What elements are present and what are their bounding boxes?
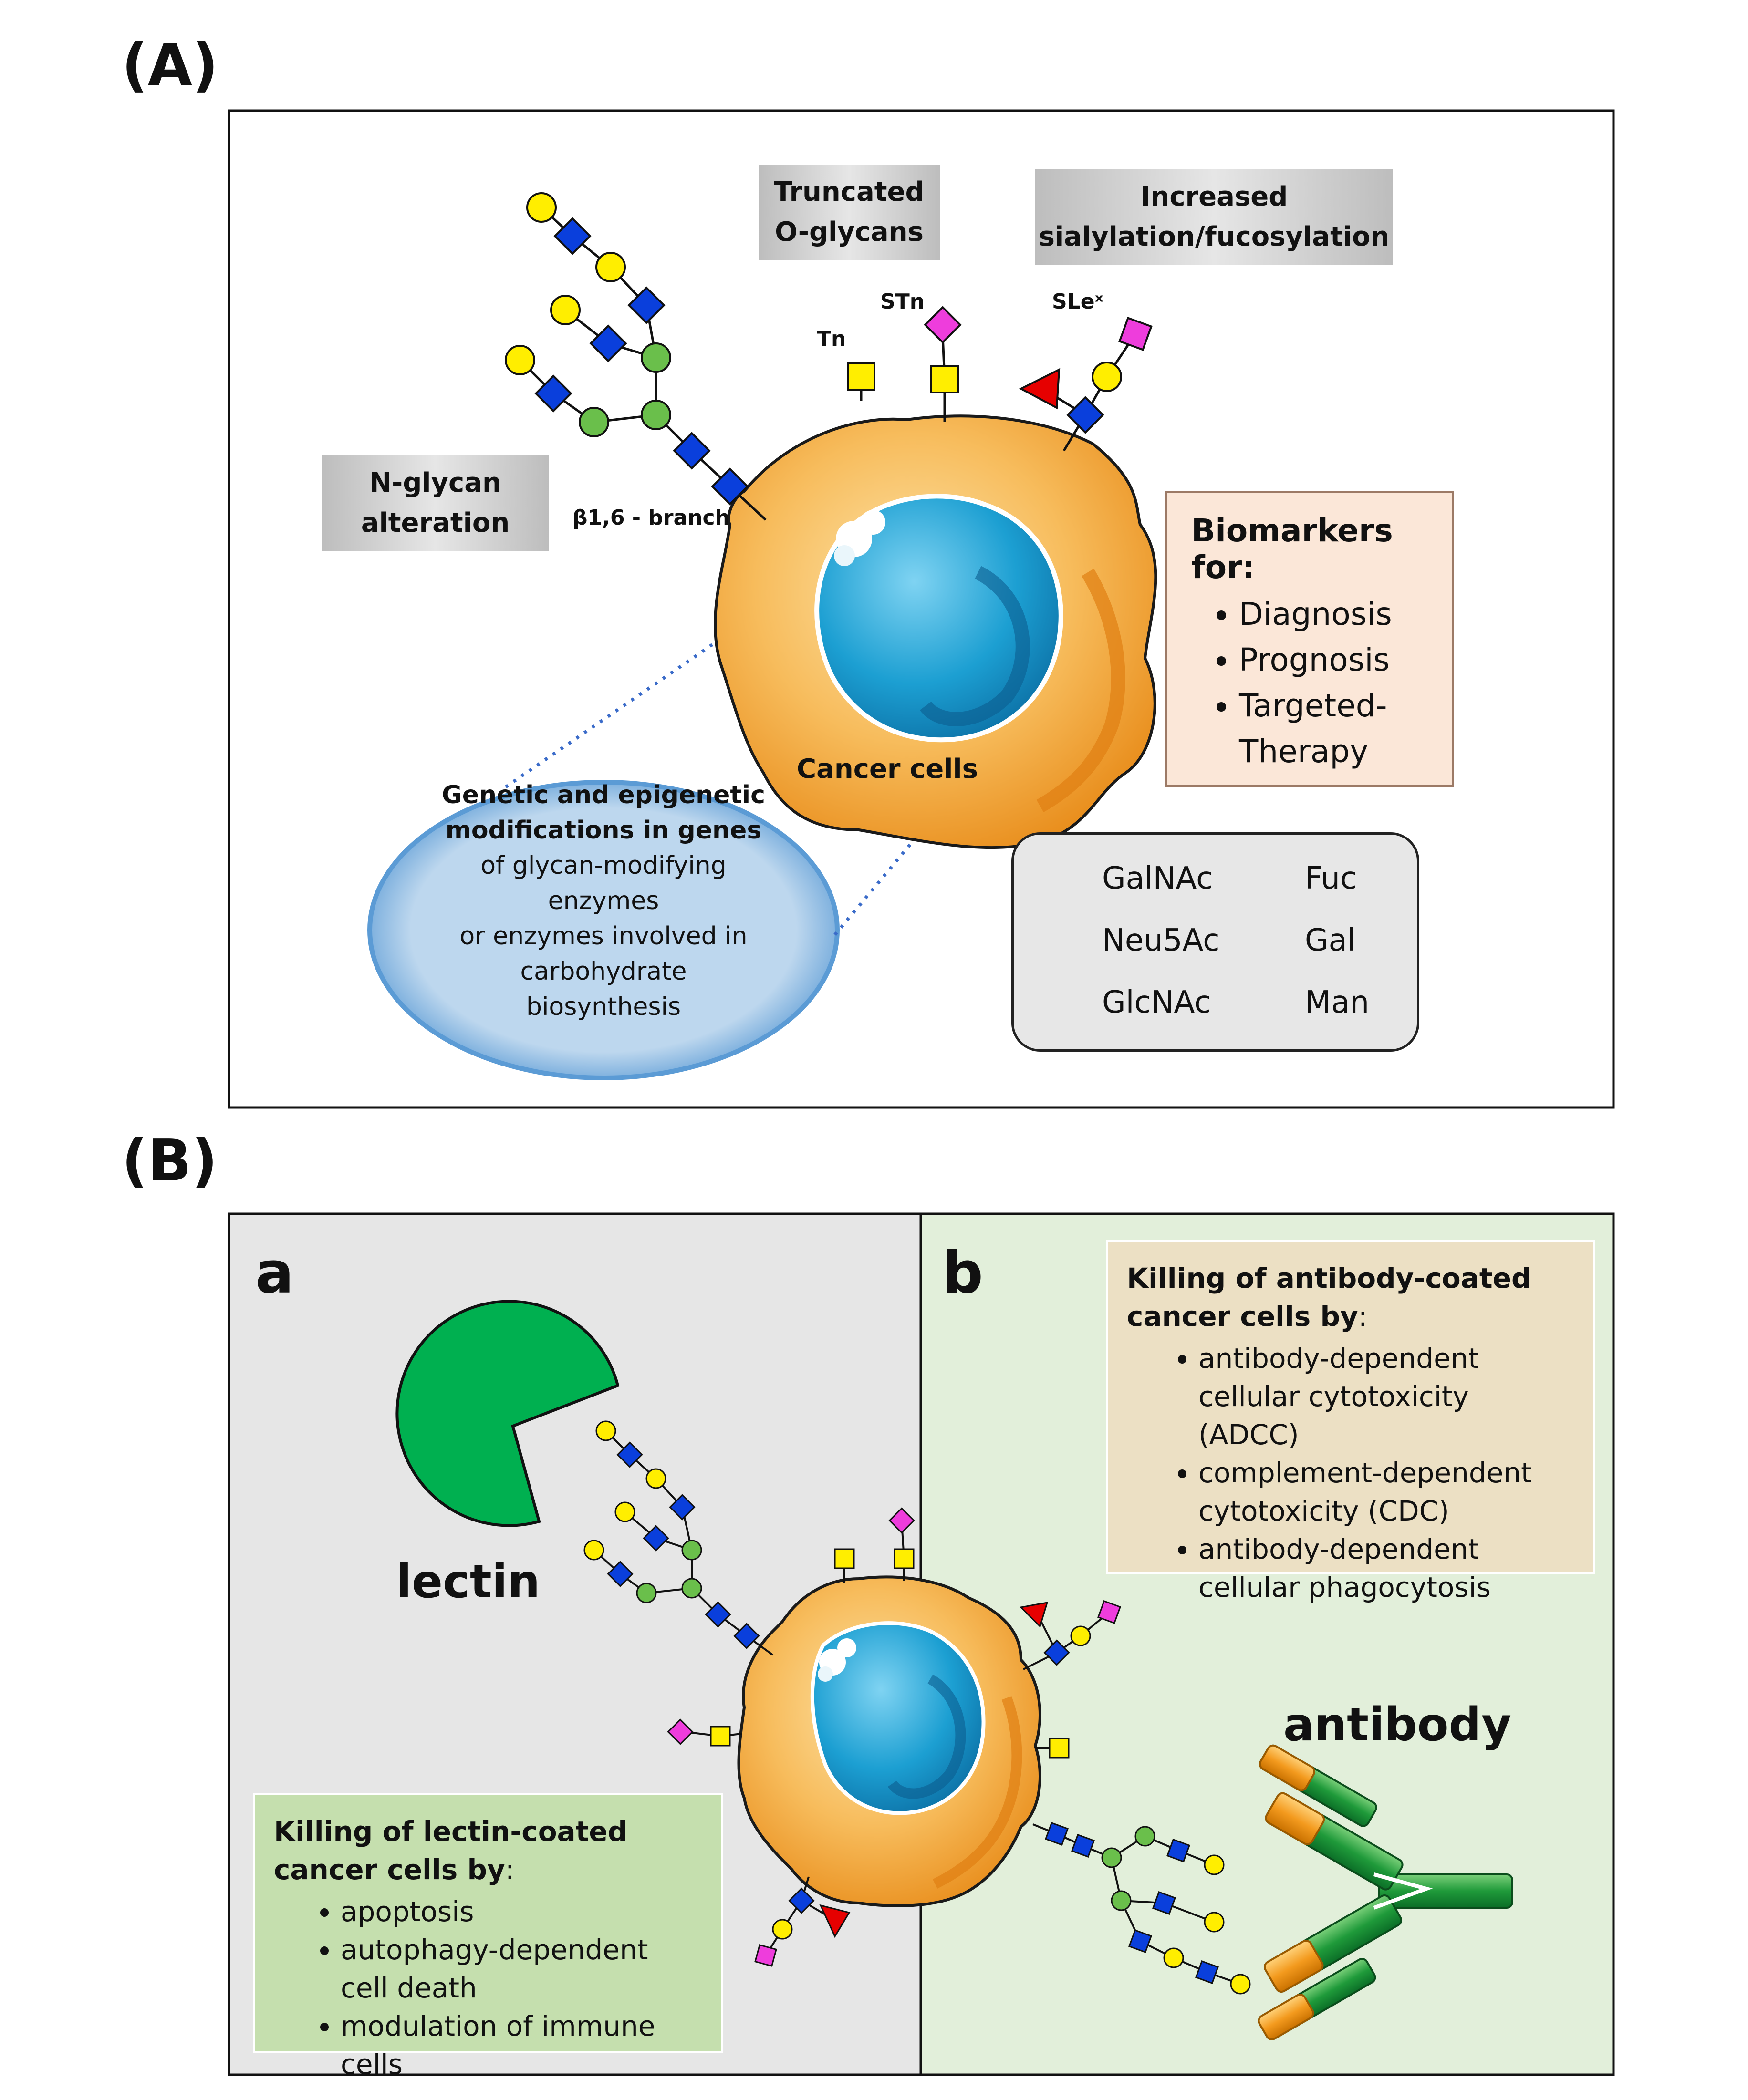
- genetic-modifications-text: Genetic and epigenetic modifications in …: [442, 781, 765, 1021]
- lectin-killing-list: apoptosis autophagy-dependent cell death…: [274, 1893, 702, 2083]
- lectin-killing-item: apoptosis: [341, 1893, 702, 1931]
- nucleus-b: [810, 1621, 986, 1815]
- legend-glcnac-label: GlcNAc: [1102, 985, 1211, 1020]
- stn-label: STn: [880, 290, 925, 314]
- biomarkers-box: Biomarkers for: Diagnosis Prognosis Targ…: [1165, 491, 1454, 787]
- sub-panel-a-letter: a: [255, 1240, 294, 1306]
- n-glycan-b-lower-residues: [1045, 1822, 1251, 1995]
- legend-gal-label: Gal: [1305, 923, 1356, 958]
- stn-glycan-b-left: [667, 1718, 742, 1747]
- antibody-killing-item: antibody-dependent cellular phagocytosis: [1198, 1530, 1574, 1606]
- antibody-killing-item: antibody-dependent cellular cytotoxicity…: [1198, 1339, 1574, 1454]
- tn-glycan-b: [834, 1548, 855, 1583]
- beta-branch-label: β1,6 - branch: [572, 506, 730, 530]
- legend-fuc-label: Fuc: [1305, 861, 1357, 896]
- sub-panel-b-letter: b: [942, 1240, 983, 1306]
- galnac-glycan-b-right: [1035, 1738, 1070, 1759]
- tn-glycan-a: [847, 362, 875, 401]
- lectin-killing-item: autophagy-dependent cell death: [341, 1931, 702, 2007]
- tn-label: Tn: [817, 327, 846, 351]
- lectin-label: lectin: [396, 1555, 541, 1608]
- nucleus-a: [814, 494, 1063, 743]
- biomarkers-title: Biomarkers for:: [1191, 512, 1393, 586]
- antibody-killing-box: Killing of antibody-coated cancer cells …: [1106, 1240, 1595, 1603]
- antibody-label: antibody: [1283, 1698, 1511, 1751]
- n-glycan-alteration-label: N-glycan alteration: [322, 455, 549, 551]
- slex-glycan-b-lower: [754, 1876, 851, 1967]
- legend-galnac-label: GalNAc: [1102, 861, 1213, 896]
- n-glycan-b-upper-residues: [583, 1420, 760, 1649]
- lectin-killing-box: Killing of lectin-coated cancer cells by…: [253, 1793, 723, 2080]
- panel-b-letter: (B): [122, 1128, 218, 1194]
- cancer-cell-a: [714, 414, 1157, 849]
- cancer-cells-label: Cancer cells: [797, 754, 978, 785]
- slex-label: SLeˣ: [1052, 290, 1103, 314]
- lectin-shape: [395, 1300, 620, 1527]
- increased-sialylation-label: Increased sialylation/fucosylation: [1035, 169, 1393, 265]
- legend-neu5ac-label: Neu5Ac: [1102, 923, 1220, 958]
- stn-glycan-a: [924, 306, 962, 422]
- genetic-ellipse: [367, 780, 840, 1080]
- antibody-box-title: Killing of antibody-coated cancer cells …: [1127, 1262, 1531, 1333]
- antibody-shape: [1258, 1744, 1513, 2040]
- slex-glycan-a: [1019, 317, 1153, 452]
- antibody-killing-item: complement-dependent cytotoxicity (CDC): [1198, 1454, 1574, 1530]
- lectin-box-title: Killing of lectin-coated cancer cells by: [274, 1815, 628, 1886]
- panel-a-letter: (A): [122, 32, 218, 99]
- biomarker-item: Prognosis: [1239, 637, 1428, 683]
- slex-glycan-b-upper: [1019, 1600, 1121, 1670]
- truncated-o-glycans-label: Truncated O-glycans: [759, 165, 940, 260]
- stn-glycan-b: [888, 1507, 915, 1581]
- legend-box: GalNAc Fuc Neu5Ac Gal GlcNAc Man: [1011, 832, 1419, 1052]
- n-glycan-a-residues: [505, 192, 749, 506]
- cancer-cell-b: [737, 1575, 1041, 1907]
- biomarker-item: Targeted-Therapy: [1239, 683, 1428, 775]
- antibody-killing-list: antibody-dependent cellular cytotoxicity…: [1127, 1339, 1574, 1606]
- legend-man-label: Man: [1305, 985, 1369, 1020]
- lectin-killing-item: modulation of immune cells: [341, 2007, 702, 2083]
- biomarkers-list: Diagnosis Prognosis Targeted-Therapy: [1191, 591, 1428, 775]
- biomarker-item: Diagnosis: [1239, 591, 1428, 637]
